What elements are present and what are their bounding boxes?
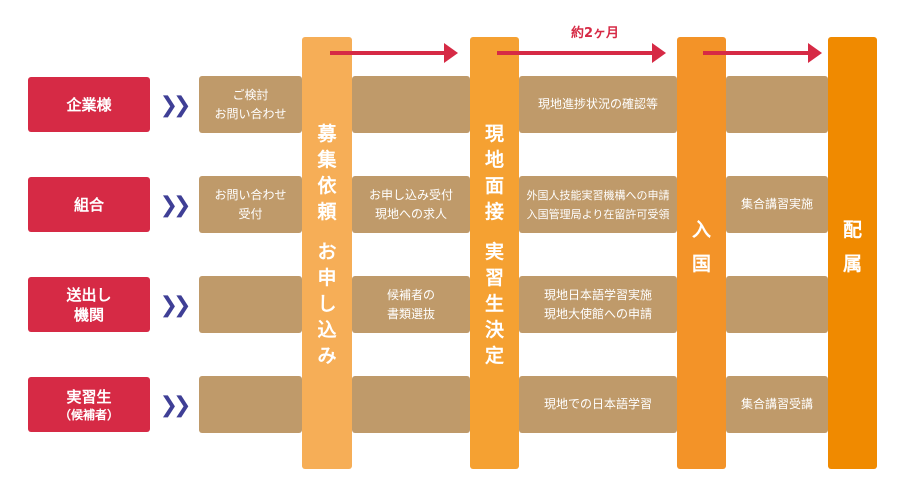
row-label-union: 組合 [28,177,150,232]
step-cell: 現地日本語学習実施現地大使館への申請 [519,276,677,333]
row-label-text: 送出し [66,285,112,304]
flow-arrow [330,51,444,55]
column-char: 依 [317,175,337,197]
cell-line: 現地大使館への申請 [543,306,652,321]
cell-line: 候補者の [386,287,435,302]
phase-column-assignment: 配 属 [828,37,877,469]
cell-line: 集合講習実施 [740,197,813,211]
column-char: 面 [484,175,504,197]
step-cell: お申し込み受付現地への求人 [352,176,470,233]
step-cell: 集合講習実施 [726,176,828,233]
step-cell: 現地での日本語学習 [519,376,677,433]
row-label-text: 機関 [73,305,104,324]
step-cell-empty [352,376,470,433]
cell-line: ご検討 [232,87,269,102]
row-label-subtext: （候補者） [58,407,119,422]
column-char: 集 [317,149,337,171]
column-char: 募 [317,123,337,145]
column-char: 入 [691,219,711,241]
flow-arrow [703,51,808,55]
column-char: 現 [484,123,504,145]
phase-column-selection: 現 地 面 接 実 習 生 決 定 [470,37,519,469]
column-char: 申 [317,267,337,289]
cell-line: 書類選抜 [386,306,435,321]
double-chevron-right-icon: ❯❯ [159,192,192,218]
column-char: 習 [484,267,504,289]
row-label-text: 企業様 [66,95,112,114]
step-cell: ご検討お問い合わせ [199,76,302,133]
step-cell-empty [726,276,828,333]
column-char: 決 [484,319,504,341]
column-char: 国 [691,253,711,275]
column-char: 頼 [317,201,337,223]
step-cell: 集合講習受講 [726,376,828,433]
phase-column-entry: 入 国 [677,37,726,469]
cell-line: お問い合わせ [214,106,287,121]
column-char: お [317,241,337,263]
step-cell-empty [199,276,302,333]
flow-arrow [497,51,652,55]
row-label-trainee: 実習生 （候補者） [28,377,150,432]
column-char: 定 [484,345,504,367]
row-label-text: 組合 [73,195,104,214]
double-chevron-right-icon: ❯❯ [159,392,192,418]
phase-column-recruitment: 募 集 依 頼 お 申 し 込 み [302,37,352,469]
cell-line: 集合講習受講 [740,397,813,411]
arrow-head-icon [808,43,822,63]
arrow-head-icon [652,43,666,63]
column-char: し [317,293,337,315]
arrow-head-icon [444,43,458,63]
cell-line: 入国管理局より在留許可受領 [526,207,670,221]
column-char: 込 [317,319,337,341]
cell-line: お申し込み受付 [368,187,453,202]
step-cell: 現地進捗状況の確認等 [519,76,677,133]
cell-line: 現地進捗状況の確認等 [537,97,658,111]
row-label-text: 実習生 [66,387,112,406]
double-chevron-right-icon: ❯❯ [159,292,192,318]
cell-line: 受付 [238,206,263,221]
double-chevron-right-icon: ❯❯ [159,92,192,118]
cell-line: 現地への求人 [374,206,447,221]
row-label-sending-agency: 送出し 機関 [28,277,150,332]
duration-note: 約2ヶ月 [570,26,620,41]
step-cell-empty [199,376,302,433]
column-char: み [317,345,337,367]
column-char: 属 [842,253,862,275]
cell-line: 現地での日本語学習 [543,397,652,411]
step-cell-empty [726,76,828,133]
column-char: 実 [484,241,504,263]
cell-line: お問い合わせ [214,187,287,202]
step-cell: 候補者の書類選抜 [352,276,470,333]
cell-line: 現地日本語学習実施 [543,287,652,302]
step-cell-empty [352,76,470,133]
column-char: 地 [484,149,504,171]
cell-line: 外国人技能実習機構への申請 [526,188,670,202]
column-char: 配 [842,219,862,241]
column-char: 接 [484,201,504,223]
row-label-company: 企業様 [28,77,150,132]
step-cell: 外国人技能実習機構への申請入国管理局より在留許可受領 [519,176,677,233]
column-char: 生 [484,293,504,315]
step-cell: お問い合わせ受付 [199,176,302,233]
